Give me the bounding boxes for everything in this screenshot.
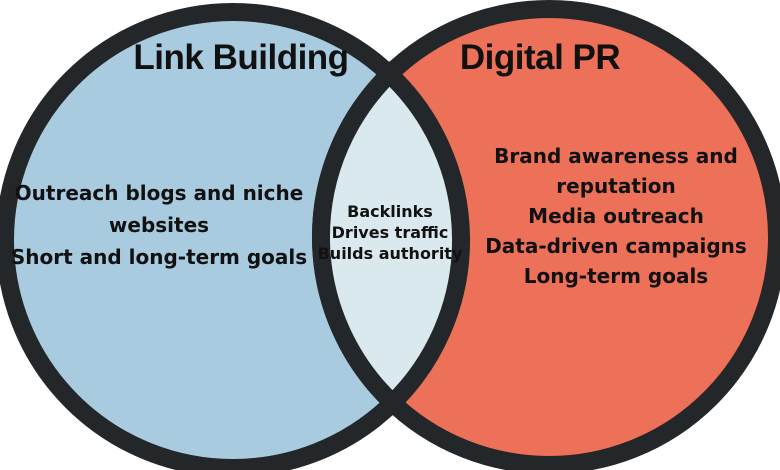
left-circle-text-line: websites [108,213,210,237]
overlap-lens [311,61,471,416]
overlap-text-line: Builds authority [317,244,463,263]
right-circle-text-line: Data-driven campaigns [485,234,747,258]
right-circle-title: Digital PR [459,38,621,77]
right-circle-text-line: Media outreach [528,204,704,228]
right-circle-text-line: Brand awareness and [494,144,738,168]
left-circle-text: Outreach blogs and niche websites Short … [4,177,314,273]
left-circle-text-line: Outreach blogs and niche [14,181,304,205]
overlap-text-line: Drives traffic [331,223,449,242]
right-circle-text-line: reputation [556,174,676,198]
right-circle-text-line: Long-term goals [523,264,709,288]
left-circle-title: Link Building [133,38,349,77]
overlap-text: Backlinks Drives traffic Builds authorit… [290,201,490,264]
left-circle-text-line: Short and long-term goals [10,245,308,269]
right-circle-text: Brand awareness and reputation Media out… [466,141,766,291]
overlap-text-line: Backlinks [347,202,433,221]
